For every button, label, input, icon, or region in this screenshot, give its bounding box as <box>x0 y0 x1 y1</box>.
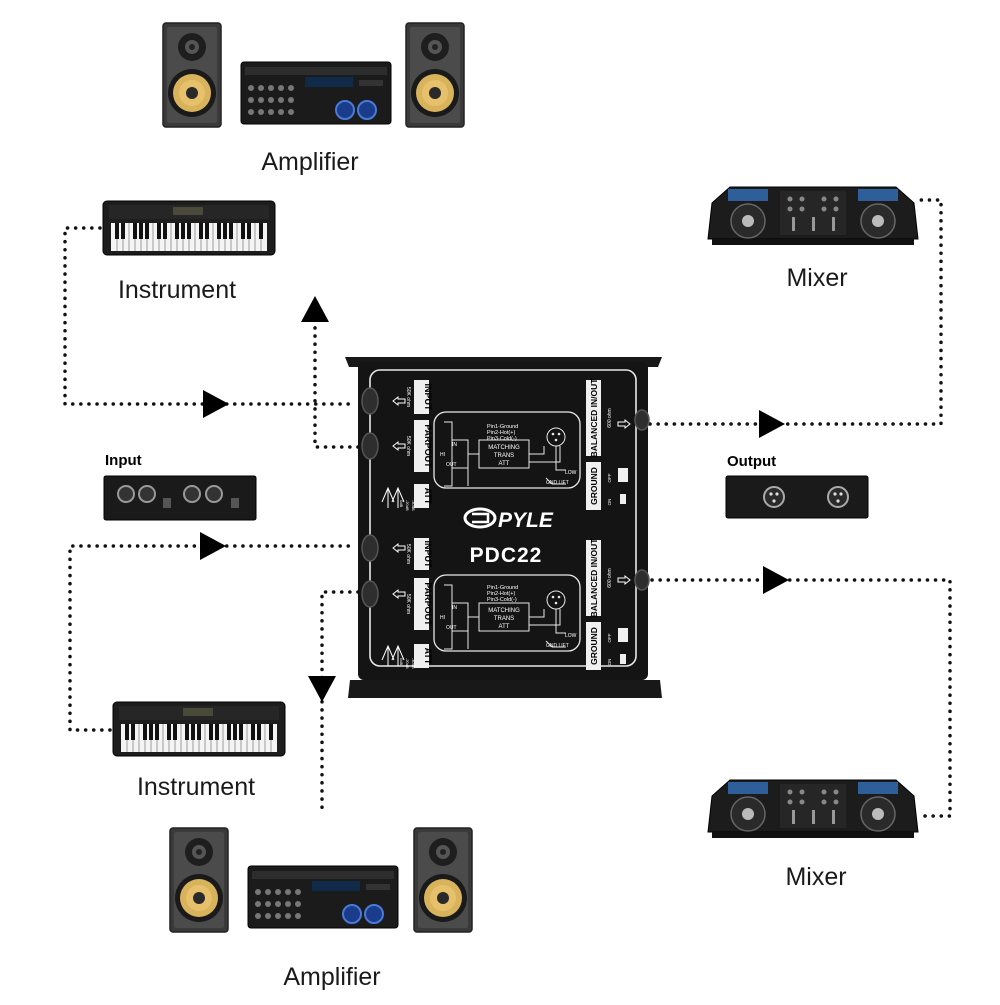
ch1-pin3: Pin3-Cold(-) <box>487 436 517 442</box>
ch1-ground-label: GROUND <box>589 467 599 505</box>
ch2-parpout-label: PARPOUT <box>423 582 433 626</box>
ch1-att-0db: 0dB <box>399 500 404 507</box>
parpout-arrow-icon <box>392 588 406 600</box>
ch1-att-label: ATT <box>423 488 433 505</box>
ch2-trans: TRANS <box>494 616 514 622</box>
ch1-att-selector-icon <box>381 486 405 508</box>
line-output-top-to-mixer <box>648 198 943 426</box>
ch1-pin2: Pin2-Hot(+) <box>487 430 515 436</box>
ch1-in-label: IN <box>452 442 457 448</box>
ch1-input-imp: 50K ohm <box>405 387 411 407</box>
ch1-ground-switch <box>618 468 628 482</box>
ch2-gnd-lift: GND LIFT <box>546 643 569 649</box>
amplifier-top-label: Amplifier <box>261 148 359 176</box>
amplifier-icon <box>247 865 399 929</box>
output-panel <box>725 475 869 519</box>
ch1-att-box: ATT <box>499 461 510 467</box>
line-parpout-top-to-amp <box>313 298 360 449</box>
ch1-trans: TRANS <box>494 453 514 459</box>
ch1-matching: MATCHING <box>488 445 520 451</box>
speaker-icon <box>405 22 465 128</box>
pdc22-device: INPUT 50K ohm PARPOUT 50K ohm ATT 0dB -2… <box>345 357 662 698</box>
dj-mixer-icon <box>707 186 919 246</box>
input-panel-label: Input <box>105 452 142 469</box>
ch1-att-20db: -20dB <box>405 500 410 511</box>
keyboard-icon <box>112 701 286 757</box>
speaker-icon <box>162 22 222 128</box>
ch2-hi-label: HI <box>440 615 445 621</box>
balanced-arrow-icon <box>617 574 631 586</box>
pyle-logo: PYLE <box>463 507 554 532</box>
balanced-arrow-icon <box>617 418 631 430</box>
ch2-input-label: INPUT <box>423 541 433 569</box>
parpout-arrow-icon <box>392 440 406 452</box>
ch2-pin2: Pin2-Hot(+) <box>487 591 515 597</box>
ch2-att-0db: 0dB <box>399 658 404 665</box>
ch1-out-label: OUT <box>446 462 457 468</box>
ch2-parpout-imp: 50K ohm <box>405 594 411 614</box>
amplifier-top-group <box>162 22 465 128</box>
input-arrow-icon <box>392 395 406 407</box>
keyboard-icon <box>102 200 276 256</box>
ch2-balanced-label: BALANCED IN/OUT <box>589 538 599 618</box>
ch2-att-20db: -20dB <box>405 658 410 669</box>
line-instrument-top-to-input <box>63 226 352 406</box>
speaker-icon <box>169 827 229 933</box>
arrow-right-icon <box>200 532 226 560</box>
ch2-pin3: Pin3-Cold(-) <box>487 597 517 603</box>
ch1-input-label: INPUT <box>423 384 433 412</box>
ch1-balanced-imp: 600 ohm <box>607 408 613 427</box>
speaker-icon <box>413 827 473 933</box>
ch2-matching: MATCHING <box>488 608 520 614</box>
ch2-ground-label: GROUND <box>589 627 599 665</box>
amplifier-icon <box>240 61 392 125</box>
ch2-in-label: IN <box>452 605 457 611</box>
ch2-input-imp: 50K ohm <box>405 544 411 564</box>
input-panel <box>103 475 257 521</box>
output-panel-label: Output <box>727 453 777 470</box>
ch2-low: LOW <box>565 633 577 639</box>
ch2-off: OFF <box>607 633 612 642</box>
ch2-out-label: OUT <box>446 625 457 631</box>
ch1-low: LOW <box>565 470 577 476</box>
ch1-balanced-label: BALANCED IN/OUT <box>589 378 599 458</box>
ch1-on: ON <box>607 499 612 506</box>
flow-arrows <box>200 296 789 702</box>
arrow-down-icon <box>308 676 336 702</box>
input-arrow-icon <box>392 542 406 554</box>
ch1-att-40db: -40dB <box>411 500 416 511</box>
arrow-right-icon <box>763 566 789 594</box>
channel-1: INPUT 50K ohm PARPOUT 50K ohm ATT 0dB -2… <box>381 378 631 511</box>
ch1-hi-label: HI <box>440 452 445 458</box>
ch2-balanced-imp: 600 ohm <box>607 568 613 587</box>
arrow-right-icon <box>759 410 785 438</box>
ch1-gnd-lift: GND LIFT <box>546 480 569 486</box>
ch2-att-box: ATT <box>499 624 510 630</box>
ch2-att-label: ATT <box>423 648 433 665</box>
amplifier-bottom-label: Amplifier <box>283 963 381 991</box>
ch1-parpout-imp: 50K ohm <box>405 436 411 456</box>
ch2-pin1: Pin1-Ground <box>487 585 518 591</box>
ch2-att-40db: -40dB <box>411 658 416 669</box>
line-parpout-bottom-to-amp <box>320 590 360 814</box>
channel-2: INPUT 50K ohm PARPOUT 50K ohm ATT 0dB -2… <box>381 538 631 670</box>
ch2-ground-switch <box>618 628 628 642</box>
ch1-off: OFF <box>607 473 612 482</box>
ch2-att-selector-icon <box>381 644 405 666</box>
instrument-bottom-label: Instrument <box>136 773 256 801</box>
mixer-top-label: Mixer <box>786 264 848 292</box>
ch1-parpout-label: PARPOUT <box>423 424 433 468</box>
model-text: PDC22 <box>470 544 543 567</box>
arrow-up-icon <box>301 296 329 322</box>
ch2-on: ON <box>607 659 612 666</box>
brand-text: PYLE <box>498 509 554 532</box>
dj-mixer-icon <box>707 779 919 839</box>
ch1-pin1: Pin1-Ground <box>487 424 518 430</box>
instrument-top-label: Instrument <box>117 276 237 304</box>
mixer-bottom-label: Mixer <box>785 863 847 891</box>
amplifier-bottom-group <box>169 827 473 933</box>
arrow-right-icon <box>203 390 229 418</box>
